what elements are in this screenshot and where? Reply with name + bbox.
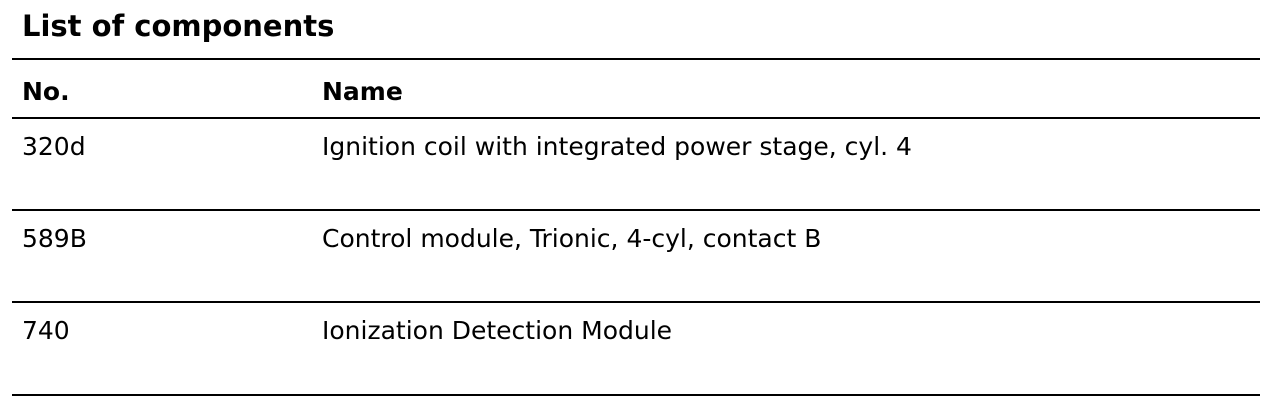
row-name: Ignition coil with integrated power stag… [322,132,912,161]
row-divider [12,209,1260,211]
row-name: Ionization Detection Module [322,316,673,345]
row-number: 320d [22,132,86,161]
table-bottom-rule [12,394,1260,396]
header-divider [12,117,1260,119]
row-number: 740 [22,316,70,345]
row-name: Control module, Trionic, 4-cyl, contact … [322,224,822,253]
page-title: List of components [22,9,335,43]
table-top-rule [12,58,1260,60]
column-header-name: Name [322,77,403,106]
row-divider [12,301,1260,303]
row-number: 589B [22,224,87,253]
column-header-no: No. [22,77,70,106]
